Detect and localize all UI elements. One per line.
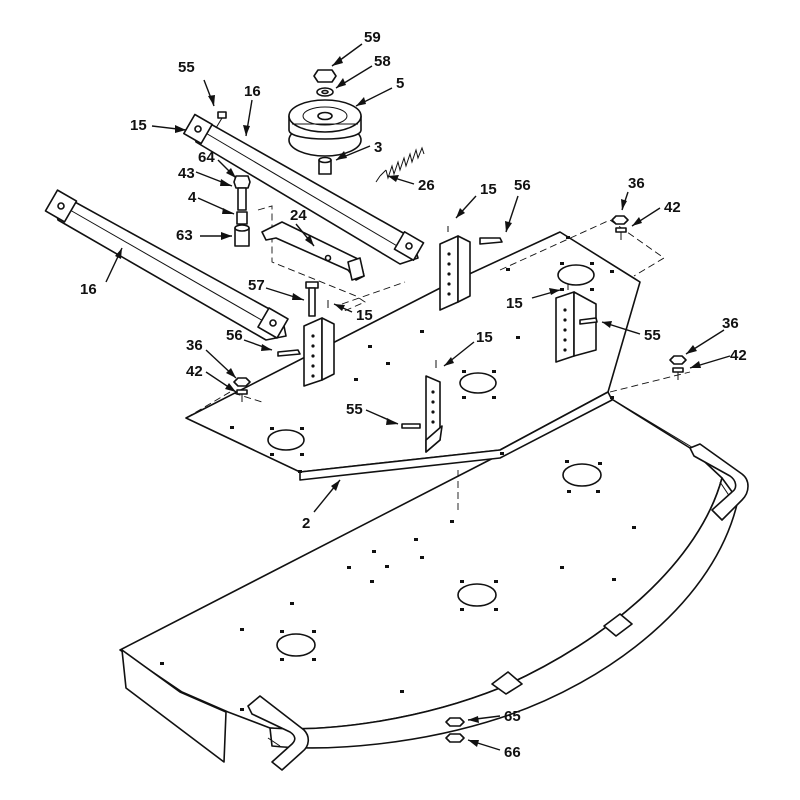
callout-4: 4 bbox=[188, 189, 197, 206]
callout-labels: 59 58 5 55 16 15 3 64 43 26 4 24 15 56 3… bbox=[80, 29, 747, 761]
callout-15: 15 bbox=[476, 329, 493, 346]
pivot-pin-assembly bbox=[233, 175, 251, 247]
callout-36: 36 bbox=[722, 315, 739, 332]
callout-42: 42 bbox=[730, 347, 747, 364]
spacer-3 bbox=[318, 156, 332, 175]
callout-63: 63 bbox=[176, 227, 193, 244]
callout-66: 66 bbox=[504, 744, 521, 761]
callout-16: 16 bbox=[244, 83, 261, 100]
callout-56: 56 bbox=[514, 177, 531, 194]
upper-deck-plate bbox=[185, 205, 691, 510]
callout-5: 5 bbox=[396, 75, 404, 92]
bolt-57 bbox=[305, 281, 319, 317]
callout-57: 57 bbox=[248, 277, 265, 294]
height-bracket-4 bbox=[425, 360, 443, 453]
pulley bbox=[288, 99, 362, 157]
deck-bolt-holes bbox=[160, 460, 636, 711]
callout-15: 15 bbox=[356, 307, 373, 324]
callout-64: 64 bbox=[198, 149, 215, 166]
callout-2: 2 bbox=[302, 515, 310, 532]
callout-15: 15 bbox=[480, 181, 497, 198]
height-bracket-2 bbox=[303, 300, 335, 387]
nuts-and-bolts bbox=[233, 215, 687, 743]
callout-3: 3 bbox=[374, 139, 382, 156]
callout-55: 55 bbox=[644, 327, 661, 344]
callout-36: 36 bbox=[186, 337, 203, 354]
callout-56: 56 bbox=[226, 327, 243, 344]
callout-15: 15 bbox=[506, 295, 523, 312]
callout-43: 43 bbox=[178, 165, 195, 182]
spring bbox=[375, 146, 425, 183]
callout-55: 55 bbox=[178, 59, 195, 76]
callout-58: 58 bbox=[374, 53, 391, 70]
callout-59: 59 bbox=[364, 29, 381, 46]
plate-bolt-holes bbox=[230, 236, 614, 473]
lift-arm-lower bbox=[44, 189, 289, 341]
callout-42: 42 bbox=[664, 199, 681, 216]
callout-42: 42 bbox=[186, 363, 203, 380]
bolts bbox=[215, 111, 598, 429]
deck-handle-left bbox=[247, 695, 310, 771]
idler-bracket bbox=[261, 221, 365, 281]
callout-65: 65 bbox=[504, 708, 521, 725]
washer-58 bbox=[316, 87, 334, 97]
height-bracket-1 bbox=[439, 226, 471, 311]
lift-arm-upper bbox=[183, 113, 425, 265]
mower-deck-housing bbox=[119, 397, 739, 763]
callout-55: 55 bbox=[346, 401, 363, 418]
callout-15: 15 bbox=[130, 117, 147, 134]
nut-59 bbox=[313, 69, 337, 83]
leader-lines bbox=[105, 43, 731, 751]
callout-26: 26 bbox=[418, 177, 435, 194]
callout-36: 36 bbox=[628, 175, 645, 192]
callout-24: 24 bbox=[290, 207, 307, 224]
callout-16: 16 bbox=[80, 281, 97, 298]
deck-handle-right bbox=[689, 443, 749, 521]
